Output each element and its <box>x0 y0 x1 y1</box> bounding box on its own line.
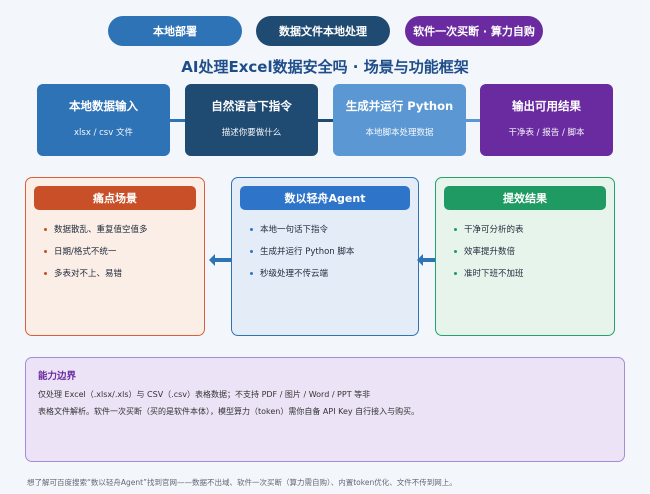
tag-label: 软件一次买断 · 算力自购 <box>413 25 535 38</box>
step-run-python: 生成并运行 Python 本地脚本处理数据 <box>333 84 466 156</box>
panel-agent: 数以轻舟Agent 本地一句话下指令 生成并运行 Python 脚本 秒级处理不… <box>231 177 419 336</box>
step-connector <box>318 119 334 122</box>
tag-local-deploy: 本地部署 <box>108 16 242 46</box>
tag-label: 本地部署 <box>153 25 197 38</box>
step-subtitle: 描述你要做什么 <box>221 128 282 138</box>
list-item-text: 数据散乱、重复值空值多 <box>54 225 148 235</box>
panel-list: 干净可分析的表 效率提升数倍 准时下班不加班 <box>444 219 606 285</box>
bounds-text: 仅处理 Excel（.xlsx/.xls）与 CSV（.csv）表格数据；不支持… <box>38 390 371 399</box>
arrow-left-icon <box>417 254 441 266</box>
bullet-icon <box>454 250 457 253</box>
bounds-title: 能力边界 <box>38 371 77 382</box>
capability-bounds-box: 能力边界 仅处理 Excel（.xlsx/.xls）与 CSV（.csv）表格数… <box>25 357 625 462</box>
bullet-icon <box>454 272 457 275</box>
step-output: 输出可用结果 干净表 / 报告 / 脚本 <box>480 84 613 156</box>
list-item-text: 效率提升数倍 <box>464 247 516 257</box>
bullet-icon <box>250 272 253 275</box>
list-item: 日期/格式不统一 <box>44 241 196 263</box>
list-item-text: 多表对不上、易错 <box>54 269 123 279</box>
step-natural-language: 自然语言下指令 描述你要做什么 <box>185 84 318 156</box>
list-item-text: 生成并运行 Python 脚本 <box>260 247 355 257</box>
list-item-text: 干净可分析的表 <box>464 225 524 235</box>
list-item: 干净可分析的表 <box>454 219 606 241</box>
bullet-icon <box>44 272 47 275</box>
panel-title: 提效结果 <box>444 186 606 210</box>
panel-results: 提效结果 干净可分析的表 效率提升数倍 准时下班不加班 <box>435 177 615 336</box>
panel-title: 数以轻舟Agent <box>240 186 410 210</box>
list-item: 多表对不上、易错 <box>44 263 196 285</box>
arrow-left-icon <box>209 254 233 266</box>
list-item: 效率提升数倍 <box>454 241 606 263</box>
tag-local-processing: 数据文件本地处理 <box>256 16 390 46</box>
step-subtitle: 干净表 / 报告 / 脚本 <box>508 128 585 138</box>
panel-list: 本地一句话下指令 生成并运行 Python 脚本 秒级处理不传云端 <box>240 219 410 285</box>
tag-label: 数据文件本地处理 <box>279 25 367 38</box>
list-item: 生成并运行 Python 脚本 <box>250 241 410 263</box>
page-title: AI处理Excel数据安全吗 · 场景与功能框架 <box>181 58 469 76</box>
step-connector <box>466 119 482 122</box>
step-title: 本地数据输入 <box>69 99 138 113</box>
list-item: 数据散乱、重复值空值多 <box>44 219 196 241</box>
step-title: 输出可用结果 <box>512 99 581 113</box>
list-item-text: 本地一句话下指令 <box>260 225 329 235</box>
bullet-icon <box>250 228 253 231</box>
bullet-icon <box>44 228 47 231</box>
step-connector <box>170 119 186 122</box>
step-subtitle: 本地脚本处理数据 <box>365 128 434 138</box>
list-item-text: 秒级处理不传云端 <box>260 269 329 279</box>
bullet-icon <box>250 250 253 253</box>
bullet-icon <box>454 228 457 231</box>
list-item-text: 日期/格式不统一 <box>54 247 117 257</box>
list-item: 准时下班不加班 <box>454 263 606 285</box>
list-item: 秒级处理不传云端 <box>250 263 410 285</box>
step-title: 自然语言下指令 <box>211 99 292 113</box>
list-item: 本地一句话下指令 <box>250 219 410 241</box>
step-subtitle: xlsx / csv 文件 <box>74 128 133 138</box>
footer-note: 想了解可百度搜索“数以轻舟Agent”找到官网——数据不出域、软件一次买断（算力… <box>27 478 457 487</box>
panel-list: 数据散乱、重复值空值多 日期/格式不统一 多表对不上、易错 <box>34 219 196 285</box>
panel-pain-points: 痛点场景 数据散乱、重复值空值多 日期/格式不统一 多表对不上、易错 <box>25 177 205 336</box>
bounds-text: 表格文件解析。软件一次买断（买的是软件本体），模型算力（token）需你自备 A… <box>38 407 420 416</box>
step-title: 生成并运行 Python <box>345 99 454 113</box>
list-item-text: 准时下班不加班 <box>464 269 524 279</box>
tag-one-time-purchase: 软件一次买断 · 算力自购 <box>405 16 543 46</box>
panel-title: 痛点场景 <box>34 186 196 210</box>
step-data-input: 本地数据输入 xlsx / csv 文件 <box>37 84 170 156</box>
bullet-icon <box>44 250 47 253</box>
